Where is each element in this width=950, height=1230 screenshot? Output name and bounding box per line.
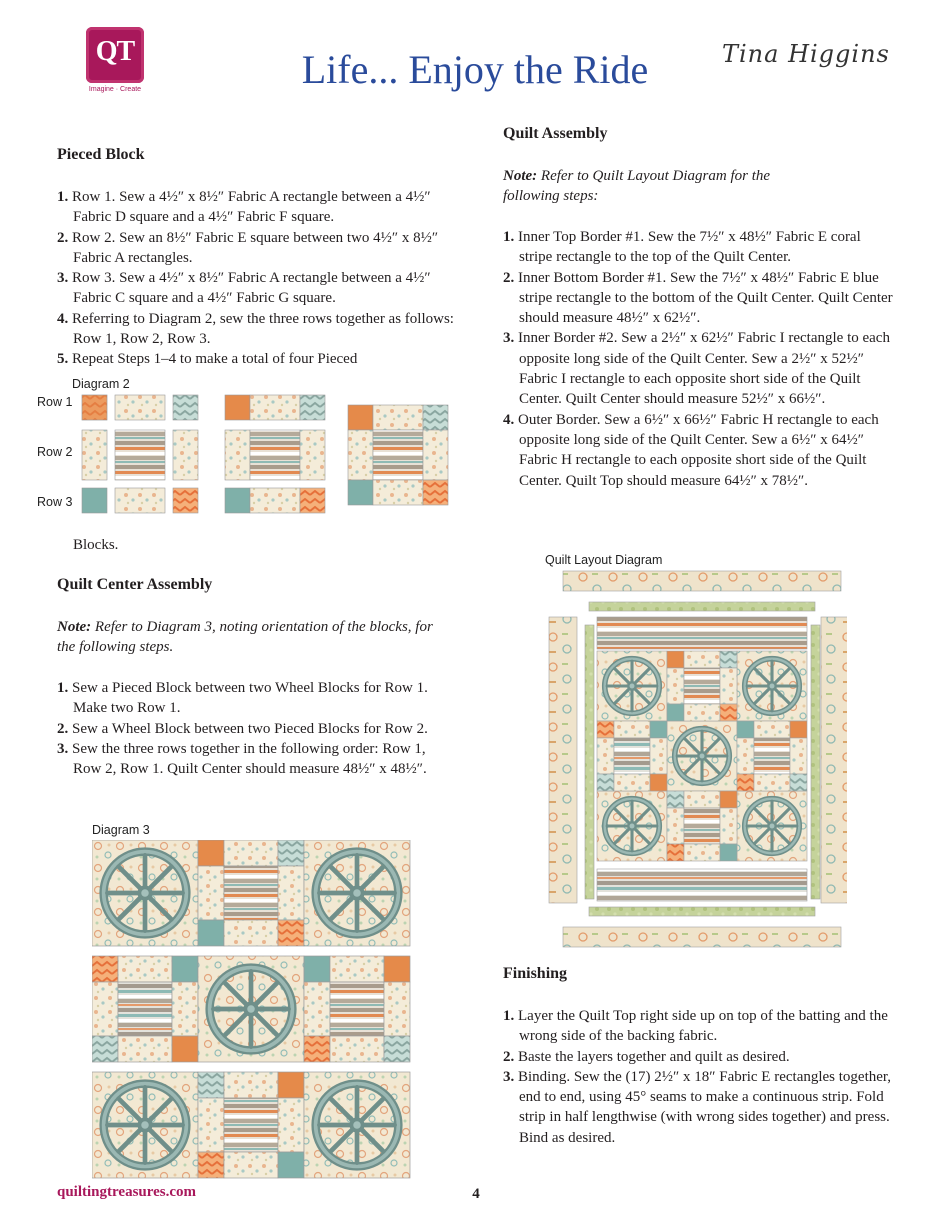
diagram-3-illustration [92, 840, 411, 1179]
list-item: 2. Baste the layers together and quilt a… [503, 1048, 790, 1065]
quilt-center-steps: 1. Sew a Pieced Block between two Wheel … [57, 678, 455, 779]
pieced-block-continuation: Blocks. [73, 537, 119, 553]
list-item: 1. Inner Top Border #1. Sew the 7½″ x 48… [503, 229, 861, 266]
list-item: 2. Inner Bottom Border #1. Sew the 7½″ x… [503, 269, 893, 327]
list-item: 3. Inner Border #2. Sew a 2½″ x 62½″ Fab… [503, 330, 890, 408]
quilt-assembly-heading: Quilt Assembly [503, 125, 608, 142]
row-1-label: Row 1 [37, 395, 73, 409]
list-item: 1. Row 1. Sew a 4½″ x 8½″ Fabric A recta… [57, 189, 431, 226]
list-item: 4. Referring to Diagram 2, sew the three… [57, 310, 454, 348]
quilt-center-note: Note: Refer to Diagram 3, noting orienta… [57, 617, 447, 658]
quilt-center-assembly-heading: Quilt Center Assembly [57, 576, 213, 593]
list-item: 1. Sew a Pieced Block between two Wheel … [57, 680, 428, 717]
diagram-2-illustration [81, 394, 449, 514]
list-item: 3. Binding. Sew the (17) 2½″ x 18″ Fabri… [503, 1068, 892, 1146]
list-item: 2. Sew a Wheel Block between two Pieced … [57, 720, 428, 737]
finishing-steps: 1. Layer the Quilt Top right side up on … [503, 1006, 896, 1148]
quilt-layout-diagram [548, 570, 847, 948]
designer-signature: Tina Higgins [722, 40, 890, 68]
footer-website-link[interactable]: quiltingtreasures.com [57, 1184, 197, 1200]
page-number: 4 [472, 1186, 480, 1202]
note-text: Refer to Quilt Layout Diagram for the fo… [503, 168, 771, 205]
list-item: 2. Row 2. Sew an 8½″ Fabric E square bet… [57, 229, 439, 266]
note-text: Refer to Diagram 3, noting orientation o… [57, 619, 433, 656]
row-2-label: Row 2 [37, 445, 73, 459]
logo-text: QT [95, 36, 135, 67]
list-item: 5. Repeat Steps 1–4 to make a total of f… [57, 351, 358, 368]
quilt-assembly-note: Note: Refer to Quilt Layout Diagram for … [503, 166, 803, 207]
list-item: 4. Outer Border. Sew a 6½″ x 66½″ Fabric… [503, 411, 879, 489]
page-title: Life... Enjoy the Ride [301, 47, 649, 92]
pieced-block-heading: Pieced Block [57, 146, 145, 163]
list-item: 1. Layer the Quilt Top right side up on … [503, 1008, 888, 1045]
note-label: Note: [503, 168, 538, 184]
finishing-heading: Finishing [503, 965, 568, 982]
quilt-layout-diagram-caption: Quilt Layout Diagram [545, 553, 663, 567]
list-item: 3. Sew the three rows together in the fo… [57, 740, 427, 778]
diagram-3-caption: Diagram 3 [92, 823, 150, 837]
diagram-2-caption: Diagram 2 [72, 377, 130, 391]
quilting-treasures-logo: QT [86, 27, 144, 83]
quilt-assembly-steps: 1. Inner Top Border #1. Sew the 7½″ x 48… [503, 227, 896, 491]
logo-tagline: Imagine · Create [88, 86, 142, 93]
list-item: 3. Row 3. Sew a 4½″ x 8½″ Fabric A recta… [57, 270, 431, 307]
note-label: Note: [57, 619, 92, 635]
pieced-block-steps: 1. Row 1. Sew a 4½″ x 8½″ Fabric A recta… [57, 187, 455, 370]
row-3-label: Row 3 [37, 495, 73, 509]
